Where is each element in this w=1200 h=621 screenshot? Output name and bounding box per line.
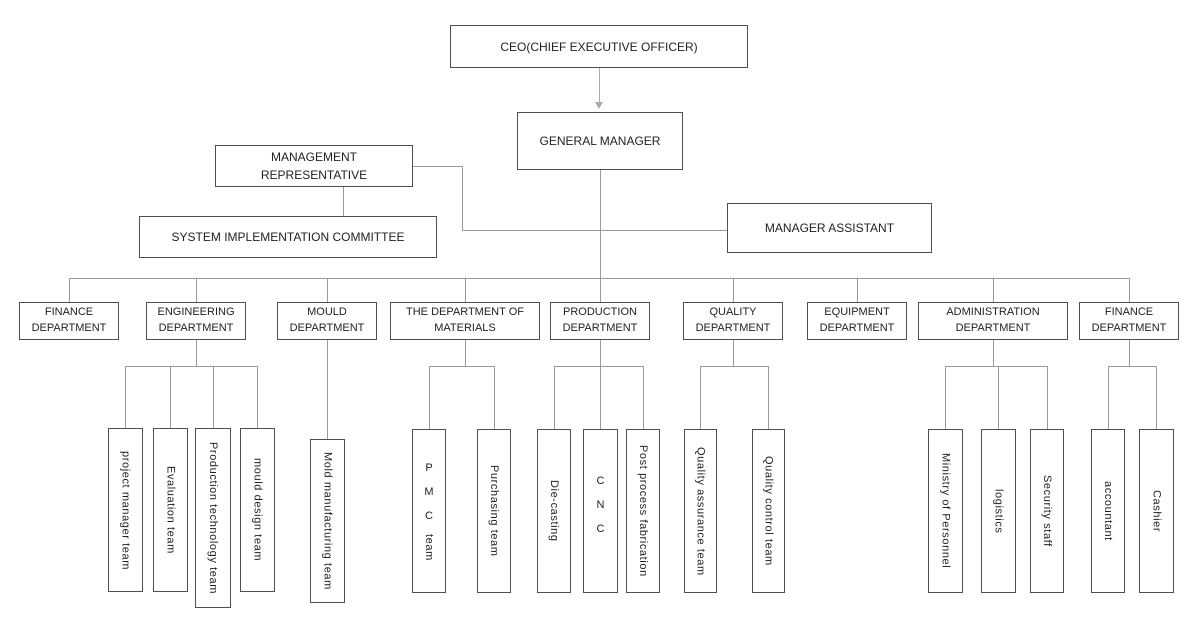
node-general-manager: GENERAL MANAGER bbox=[517, 112, 683, 170]
stub-dept-7 bbox=[857, 278, 858, 302]
team-pmc: P M C team bbox=[412, 429, 446, 593]
stub-team bbox=[1156, 366, 1157, 429]
team-ministry-personnel-label: Ministry of Personnel bbox=[939, 453, 952, 569]
team-pmc-label: team bbox=[423, 533, 435, 561]
stub-dept-5 bbox=[600, 278, 601, 302]
bus-production bbox=[554, 366, 644, 367]
connector-rep-right bbox=[413, 166, 463, 167]
dept-equipment: EQUIPMENT DEPARTMENT bbox=[807, 302, 907, 340]
team-cnc-label: C N C bbox=[594, 475, 607, 535]
node-system-implementation-committee: SYSTEM IMPLEMENTATION COMMITTEE bbox=[139, 216, 437, 258]
stub-team bbox=[494, 366, 495, 429]
team-post-process-label: Post process fabrication bbox=[637, 445, 649, 577]
stub-dept-1 bbox=[69, 278, 70, 302]
bus-administration bbox=[945, 366, 1048, 367]
stub-team bbox=[945, 366, 946, 429]
team-logistics-label: logistics bbox=[992, 488, 1005, 534]
team-evaluation-label: Evaluation team bbox=[164, 466, 177, 554]
connector-to-assistant bbox=[462, 230, 727, 231]
stub-dept-4 bbox=[465, 278, 466, 302]
stub-team bbox=[257, 366, 258, 428]
team-mold-manufacturing: Mold manufacturing team bbox=[310, 439, 345, 603]
team-quality-control: Quality control team bbox=[752, 429, 785, 593]
stub-dept-3 bbox=[327, 278, 328, 302]
stub-team bbox=[643, 366, 644, 429]
team-logistics: logistics bbox=[981, 429, 1016, 593]
stub-team bbox=[170, 366, 171, 428]
stub-engineering-down bbox=[196, 340, 197, 366]
stub-team bbox=[125, 366, 126, 428]
bus-finance bbox=[1108, 366, 1156, 367]
team-quality-assurance-label: Quality assurance team bbox=[694, 446, 707, 576]
dept-engineering: ENGINEERING DEPARTMENT bbox=[146, 302, 246, 340]
stub-team bbox=[998, 366, 999, 429]
stub-production-down bbox=[600, 340, 601, 366]
team-project-manager: project manager team bbox=[108, 428, 143, 592]
team-die-casting: Die-casting bbox=[537, 429, 571, 593]
node-manager-assistant: MANAGER ASSISTANT bbox=[727, 203, 932, 253]
connector-ceo-gm bbox=[599, 68, 600, 102]
team-accountant: accountant bbox=[1091, 429, 1125, 593]
team-cashier: Cashier bbox=[1139, 429, 1174, 593]
dept-finance-right: FINANCE DEPARTMENT bbox=[1079, 302, 1179, 340]
stub-team bbox=[700, 366, 701, 429]
dept-production: PRODUCTION DEPARTMENT bbox=[550, 302, 650, 340]
team-security-staff: Security staff bbox=[1030, 429, 1064, 593]
stub-team bbox=[1108, 366, 1109, 429]
team-accountant-label: accountant bbox=[1102, 481, 1114, 541]
dept-quality: QUALITY DEPARTMENT bbox=[683, 302, 783, 340]
team-pmc-upright: P M C bbox=[423, 461, 435, 522]
team-security-staff-label: Security staff bbox=[1041, 475, 1053, 547]
stub-team bbox=[213, 366, 214, 428]
stub-dept-8 bbox=[993, 278, 994, 302]
team-mold-manufacturing-label: Mold manufacturing team bbox=[321, 452, 334, 590]
stub-team bbox=[554, 366, 555, 429]
stub-team bbox=[1047, 366, 1048, 429]
dept-administration: ADMINISTRATION DEPARTMENT bbox=[918, 302, 1068, 340]
stub-team bbox=[768, 366, 769, 429]
main-bus bbox=[69, 278, 1130, 279]
connector-rep-committee bbox=[343, 187, 344, 216]
connector-gm-bus bbox=[600, 170, 601, 278]
bus-quality bbox=[700, 366, 768, 367]
bus-engineering bbox=[125, 366, 258, 367]
team-quality-control-label: Quality control team bbox=[762, 456, 775, 566]
team-cashier-label: Cashier bbox=[1150, 489, 1163, 533]
stub-quality-down bbox=[733, 340, 734, 366]
team-cnc: C N C bbox=[583, 429, 618, 593]
stub-dept-9 bbox=[1129, 278, 1130, 302]
team-purchasing-label: Purchasing team bbox=[488, 465, 500, 557]
stub-administration-down bbox=[993, 340, 994, 366]
team-project-manager-label: project manager team bbox=[119, 450, 132, 570]
stub-materials-down bbox=[465, 340, 466, 366]
stub-dept-2 bbox=[196, 278, 197, 302]
stub-team bbox=[600, 366, 601, 429]
team-mould-design: mould design team bbox=[240, 428, 275, 592]
connector-rep-elbow bbox=[462, 166, 463, 231]
team-ministry-personnel: Ministry of Personnel bbox=[928, 429, 963, 593]
stub-mould-down bbox=[327, 340, 328, 439]
node-management-representative: MANAGEMENT REPRESENTATIVE bbox=[215, 145, 413, 187]
bus-materials bbox=[429, 366, 495, 367]
arrowhead-down-icon bbox=[595, 102, 603, 109]
stub-team bbox=[429, 366, 430, 429]
team-mould-design-label: mould design team bbox=[251, 458, 264, 562]
node-ceo: CEO(CHIEF EXECUTIVE OFFICER) bbox=[450, 25, 748, 68]
team-die-casting-label: Die-casting bbox=[548, 480, 560, 542]
team-evaluation: Evaluation team bbox=[153, 428, 188, 592]
team-production-technology: Production technology team bbox=[195, 428, 231, 608]
stub-finance-down bbox=[1129, 340, 1130, 366]
team-purchasing: Purchasing team bbox=[477, 429, 511, 593]
dept-materials: THE DEPARTMENT OF MATERIALS bbox=[390, 302, 540, 340]
team-production-technology-label: Production technology team bbox=[207, 442, 219, 594]
dept-mould: MOULD DEPARTMENT bbox=[277, 302, 377, 340]
team-post-process: Post process fabrication bbox=[626, 429, 660, 593]
stub-dept-6 bbox=[733, 278, 734, 302]
team-quality-assurance: Quality assurance team bbox=[684, 429, 717, 593]
dept-finance-left: FINANCE DEPARTMENT bbox=[19, 302, 119, 340]
